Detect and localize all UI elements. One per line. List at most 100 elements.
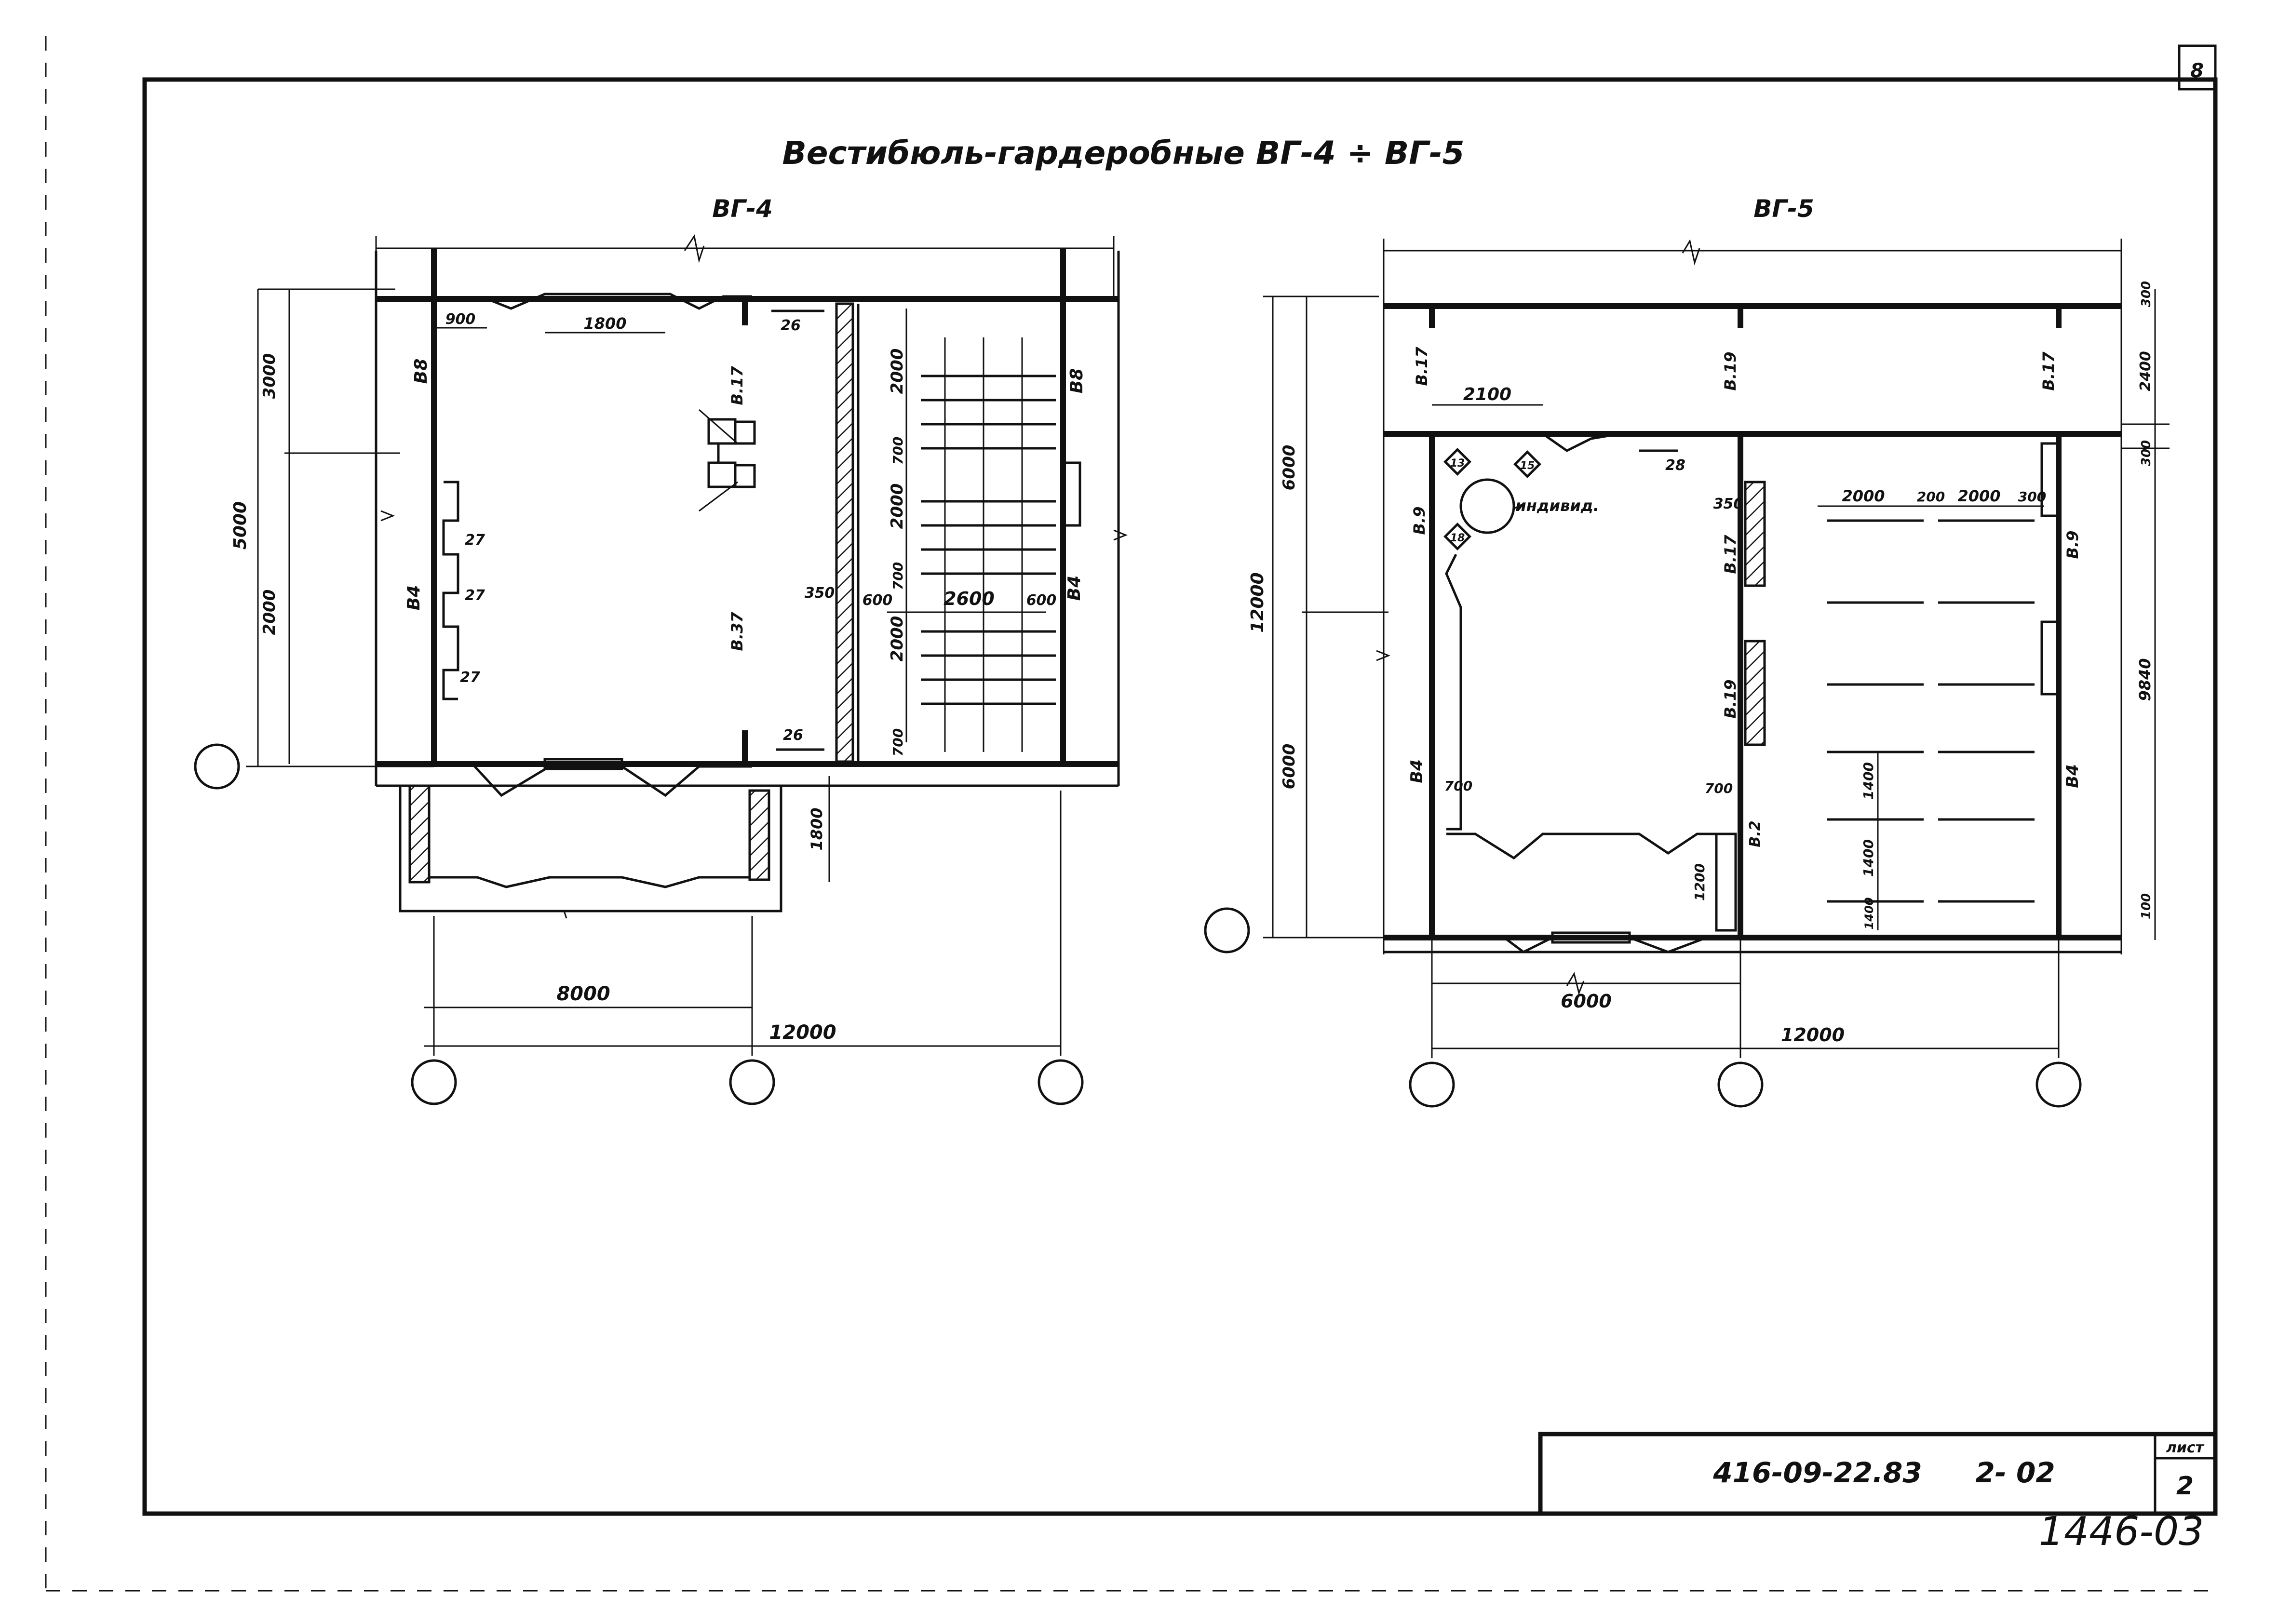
sheet-title: Вестибюль-гардеробные ВГ-4 ÷ ВГ-5: [782, 134, 1464, 172]
vg5-dim-r2400: 2400: [2137, 351, 2154, 391]
vg5-inner-box: [1715, 832, 1737, 932]
vg5-axis-bubble-left: [1204, 907, 1250, 953]
vg5-hatch-1: [1744, 481, 1766, 587]
project-code: 416-09-22.83: [1712, 1456, 1922, 1489]
vg5-dim-1400c: 1400: [1862, 898, 1876, 930]
vg5-mark-b19-top: В.19: [1721, 351, 1739, 390]
vg5-dim-350: 350: [1713, 496, 1744, 512]
title-block-frame: [1538, 1432, 2218, 1516]
vg5-dim-6000: 6000: [1561, 991, 1612, 1012]
vg4-mark-b17: В.17: [728, 366, 746, 405]
vg4-rack-dim-2: 2000: [888, 483, 907, 529]
vg5-mark-b4-right: В4: [2063, 764, 2082, 788]
vg4-mark-b4-right: В4: [1065, 576, 1084, 601]
vg5-dim-12000v: 12000: [1248, 572, 1267, 632]
section-code: 2- 02: [1975, 1456, 2055, 1489]
archive-number: 1446-03: [2039, 1509, 2204, 1555]
inner-frame: [142, 77, 2218, 1516]
sheet-label: лист: [2166, 1439, 2205, 1456]
corner-mark: 8: [2190, 60, 2204, 82]
vg5-right-jog-top: [2040, 442, 2060, 517]
vg5-mark-18: 18: [1450, 532, 1465, 544]
vg5-dim-6000b: 6000: [1280, 744, 1299, 790]
vg5-axis-bubble-2: [1717, 1061, 1764, 1108]
vg5-dim-700b: 700: [1705, 780, 1733, 796]
vg4-dim-1800v: 1800: [808, 807, 826, 850]
vg5-dim-r300b: 300: [2139, 440, 2154, 466]
vg4-dim-8000: 8000: [556, 983, 610, 1005]
vg5-hatch-2: [1744, 640, 1766, 746]
vg4-dim-900: 900: [445, 311, 476, 328]
vg4-mark-27a: 27: [465, 532, 485, 549]
vg4-mark-26-bottom: 26: [783, 727, 803, 744]
vg4-mark-27c: 27: [460, 669, 480, 686]
vg5-bottom-break: [1566, 972, 1585, 995]
vg5-marker-18: [1443, 523, 1471, 550]
vg4-dim-2600: 2600: [944, 588, 995, 609]
vg5-mark-b2: В.2: [1747, 820, 1764, 847]
vg4-gap-1: 700: [890, 437, 906, 465]
vg4-vestibule-break: [563, 911, 567, 919]
vg4-mark-27b: 27: [465, 587, 485, 604]
vg5-axis-bubble-3: [2035, 1061, 2082, 1108]
vg5-dim-300: 300: [2018, 489, 2046, 505]
vg5-marker-13: [1443, 448, 1471, 476]
vg4-axis-bubble-left: [194, 743, 240, 790]
vg5-top-break: [1682, 239, 1700, 266]
vg5-leader: [1513, 503, 1524, 510]
corner-mark-box: [2178, 44, 2217, 91]
vg4-wardrobe-racks: [921, 337, 1056, 752]
vg5-individual-fixture: [1459, 478, 1515, 534]
vg4-dim-600a: 600: [863, 592, 893, 609]
vg4-vestibule-outline: [399, 786, 782, 913]
vg4-gap-3: 700: [890, 728, 906, 756]
vg4-rack-dim-3: 2000: [888, 616, 907, 662]
vg5-marker-15: [1513, 450, 1541, 478]
vg5-mark-b9-left: В.9: [1410, 507, 1429, 535]
vg5-bottom-window: [1551, 931, 1631, 944]
vg4-vestibule-hatch-r: [748, 789, 770, 881]
sheet-frame: 8: [45, 36, 2218, 1592]
vg5-mark-b17-right: В.17: [2039, 351, 2058, 391]
vg4-right-jog: [1062, 461, 1081, 527]
vg4-hatched-partition: [835, 302, 854, 763]
vg4-dim-600b: 600: [1026, 592, 1057, 609]
vg4-mark-b8-right: В8: [1067, 368, 1087, 394]
vg4-top-windows: [434, 293, 752, 310]
vg4-mark-b4-left: В4: [404, 585, 424, 611]
vg4-axis-bubble-1: [411, 1059, 457, 1105]
vg4-vestibule-hatch-l: [408, 784, 431, 884]
vg5-dim-12000: 12000: [1781, 1024, 1845, 1046]
vg5-right-jog: [2040, 620, 2060, 696]
vg4-dim-3000: 3000: [260, 353, 279, 399]
vg4-bottom-window: [543, 758, 623, 770]
vg5-dim-2100: 2100: [1463, 385, 1511, 404]
vg4-left-break: [380, 510, 395, 522]
vg5-mark-b9-right: В.9: [2063, 531, 2082, 559]
vg5-dim-200: 200: [1917, 489, 1945, 505]
vg5-dim-r9840: 9840: [2136, 658, 2154, 701]
plan-vg4-label: ВГ-4: [712, 195, 773, 223]
vg4-dim-1800: 1800: [583, 314, 626, 333]
vg4-axis-bubble-2: [729, 1059, 775, 1105]
title-block: 416-09-22.83 2- 02 лист 2: [1538, 1432, 2218, 1516]
vg5-mark-15: 15: [1520, 460, 1535, 472]
vg4-stepped-wall: [442, 481, 459, 700]
vg5-mark-b19-mid: В.19: [1721, 679, 1739, 718]
vg5-left-inner-line: [1445, 553, 1462, 831]
vg4-dim-350: 350: [805, 585, 835, 602]
vg5-dim-r300: 300: [2139, 281, 2154, 307]
vg5-dim-1400a: 1400: [1860, 762, 1876, 800]
vg5-dim-r100: 100: [2139, 893, 2154, 919]
sheet-number: 2: [2176, 1472, 2194, 1501]
vg4-bottom-windows: [434, 763, 752, 797]
vg4-dim-5000: 5000: [230, 501, 250, 550]
vg4-dim-2000: 2000: [260, 590, 279, 635]
plan-vg5-label: ВГ-5: [1753, 195, 1814, 223]
vg5-dim-2000b: 2000: [1957, 487, 2000, 505]
vg4-mark-b37: В.37: [728, 612, 746, 651]
vg4-mark-26-top: 26: [781, 317, 801, 334]
vg5-mark-b4-left: В4: [1407, 759, 1427, 783]
